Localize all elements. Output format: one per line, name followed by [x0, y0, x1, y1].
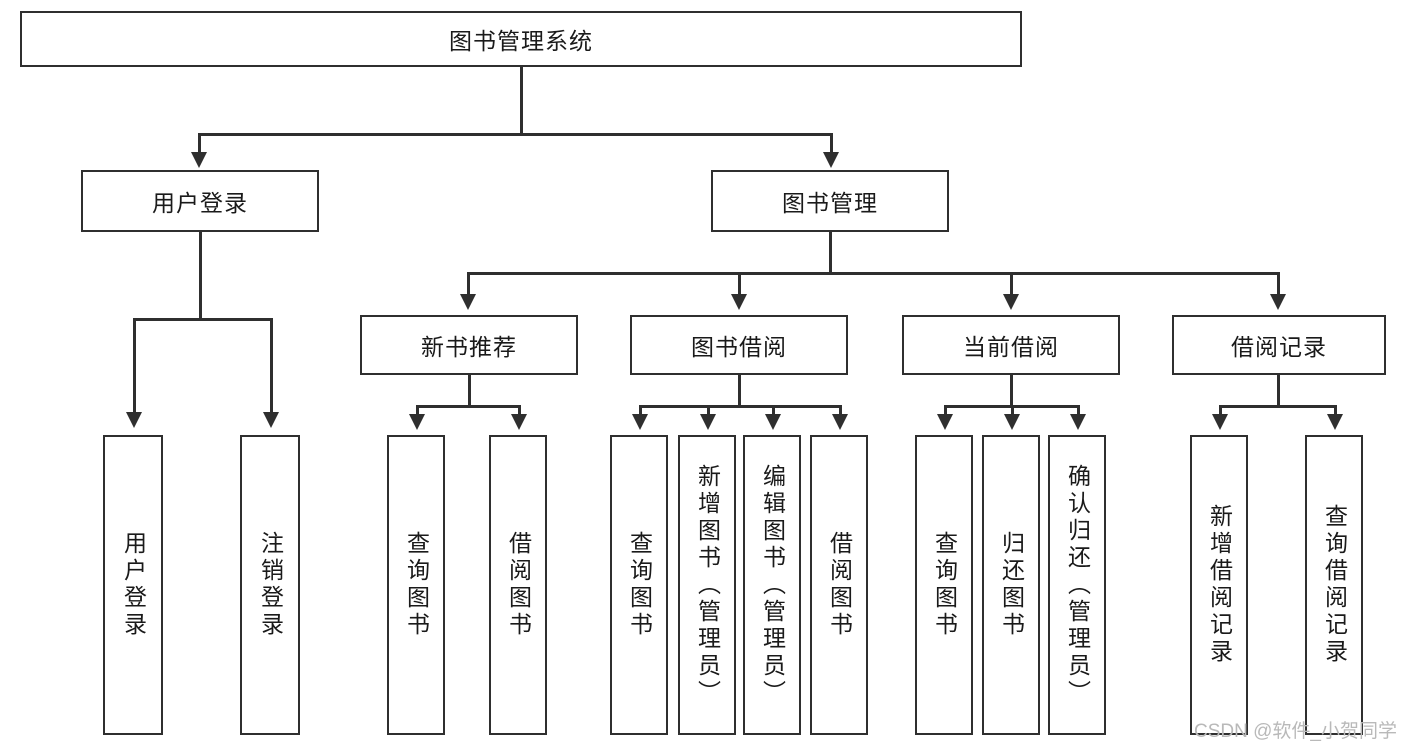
arrow-book-mgmt-to-record: [1270, 294, 1286, 310]
leaf-user-login-1[interactable]: 用户登录: [103, 435, 163, 735]
leaf-current-1[interactable]: 查询图书: [915, 435, 973, 735]
connector-new-book-bus: [416, 405, 521, 408]
connector-new-book-stem: [468, 375, 471, 407]
node-label: 借阅图书: [505, 531, 532, 639]
node-current-borrow[interactable]: 当前借阅: [902, 315, 1120, 375]
node-root-system[interactable]: 图书管理系统: [20, 11, 1022, 67]
node-label: 编辑图书（管理员）: [759, 463, 786, 707]
arrow-book-mgmt-to-borrow: [731, 294, 747, 310]
leaf-borrow-2[interactable]: 新增图书（管理员）: [678, 435, 736, 735]
arrow-current-to-leaf-3: [1070, 414, 1086, 430]
connector-book-mgmt-to-new-book: [467, 272, 470, 296]
arrow-current-to-leaf-2: [1004, 414, 1020, 430]
node-label: 用户登录: [152, 190, 248, 216]
node-label: 借阅记录: [1231, 334, 1327, 360]
arrow-current-to-leaf-1: [937, 414, 953, 430]
leaf-current-3[interactable]: 确认归还（管理员）: [1048, 435, 1106, 735]
connector-new-book-to-leaf-1: [416, 405, 419, 416]
node-user-login[interactable]: 用户登录: [81, 170, 319, 232]
leaf-new-book-2[interactable]: 借阅图书: [489, 435, 547, 735]
leaf-record-1[interactable]: 新增借阅记录: [1190, 435, 1248, 735]
arrow-root-to-book-mgmt: [823, 152, 839, 168]
arrow-new-book-to-leaf-1: [409, 414, 425, 430]
connector-user-login-bus: [133, 318, 270, 321]
connector-root-stem: [520, 67, 523, 135]
arrow-record-to-leaf-1: [1212, 414, 1228, 430]
node-borrow-record[interactable]: 借阅记录: [1172, 315, 1386, 375]
leaf-borrow-3[interactable]: 编辑图书（管理员）: [743, 435, 801, 735]
node-label: 查询借阅记录: [1321, 504, 1348, 666]
connector-user-login-stem: [199, 232, 202, 320]
node-label: 当前借阅: [963, 334, 1059, 360]
node-label: 查询图书: [931, 531, 958, 639]
arrow-user-login-to-leaf-2: [263, 412, 279, 428]
arrow-root-to-user-login: [191, 152, 207, 168]
node-label: 图书管理系统: [449, 28, 593, 54]
leaf-user-login-2[interactable]: 注销登录: [240, 435, 300, 735]
connector-record-to-leaf-1: [1219, 405, 1222, 416]
node-label: 确认归还（管理员）: [1064, 463, 1091, 707]
node-label: 图书管理: [782, 190, 878, 216]
connector-book-mgmt-to-borrow: [738, 272, 741, 296]
node-label: 查询图书: [403, 531, 430, 639]
node-label: 新增借阅记录: [1206, 504, 1233, 666]
connector-book-mgmt-bus: [467, 272, 1279, 275]
connector-borrow-to-leaf-1: [639, 405, 642, 416]
connector-current-to-leaf-2: [1011, 405, 1014, 416]
node-label: 用户登录: [120, 531, 147, 639]
connector-root-to-book-mgmt: [830, 133, 833, 154]
arrow-book-mgmt-to-new-book: [460, 294, 476, 310]
connector-borrow-to-leaf-3: [772, 405, 775, 416]
arrow-borrow-to-leaf-4: [832, 414, 848, 430]
connector-borrow-stem: [738, 375, 741, 407]
arrow-borrow-to-leaf-2: [700, 414, 716, 430]
leaf-borrow-1[interactable]: 查询图书: [610, 435, 668, 735]
connector-current-stem: [1010, 375, 1013, 407]
connector-root-bus: [198, 133, 832, 136]
node-label: 归还图书: [998, 531, 1025, 639]
connector-root-to-user-login: [198, 133, 201, 154]
connector-new-book-to-leaf-2: [518, 405, 521, 416]
leaf-new-book-1[interactable]: 查询图书: [387, 435, 445, 735]
node-new-book-recommend[interactable]: 新书推荐: [360, 315, 578, 375]
connector-book-mgmt-to-record: [1277, 272, 1280, 296]
csdn-watermark: CSDN @软件_小贺同学: [1194, 721, 1397, 742]
node-label: 新增图书（管理员）: [694, 463, 721, 707]
connector-borrow-to-leaf-2: [707, 405, 710, 416]
connector-borrow-to-leaf-4: [839, 405, 842, 416]
arrow-user-login-to-leaf-1: [126, 412, 142, 428]
arrow-borrow-to-leaf-3: [765, 414, 781, 430]
arrow-book-mgmt-to-current: [1003, 294, 1019, 310]
arrow-record-to-leaf-2: [1327, 414, 1343, 430]
leaf-record-2[interactable]: 查询借阅记录: [1305, 435, 1363, 735]
node-label: 注销登录: [257, 531, 284, 639]
connector-record-bus: [1219, 405, 1336, 408]
node-label: 新书推荐: [421, 334, 517, 360]
leaf-current-2[interactable]: 归还图书: [982, 435, 1040, 735]
connector-book-mgmt-to-current: [1010, 272, 1013, 296]
arrow-new-book-to-leaf-2: [511, 414, 527, 430]
connector-current-to-leaf-1: [944, 405, 947, 416]
connector-current-to-leaf-3: [1077, 405, 1080, 416]
connector-user-login-to-leaf-2: [270, 318, 273, 414]
connector-user-login-to-leaf-1: [133, 318, 136, 414]
connector-record-stem: [1277, 375, 1280, 407]
connector-book-mgmt-stem: [829, 232, 832, 274]
node-book-management[interactable]: 图书管理: [711, 170, 949, 232]
leaf-borrow-4[interactable]: 借阅图书: [810, 435, 868, 735]
connector-record-to-leaf-2: [1334, 405, 1337, 416]
node-label: 借阅图书: [826, 531, 853, 639]
arrow-borrow-to-leaf-1: [632, 414, 648, 430]
node-book-borrow[interactable]: 图书借阅: [630, 315, 848, 375]
node-label: 图书借阅: [691, 334, 787, 360]
node-label: 查询图书: [626, 531, 653, 639]
connector-borrow-bus: [639, 405, 841, 408]
